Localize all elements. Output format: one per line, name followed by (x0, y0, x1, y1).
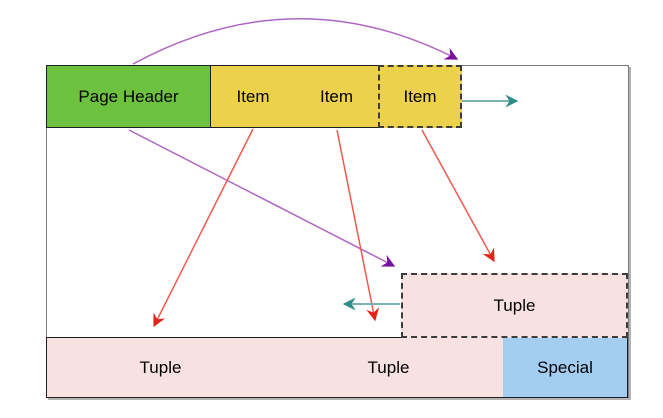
page-header-box: Page Header (46, 65, 211, 128)
tuple-label-2: Tuple (367, 357, 410, 377)
unaligned-tuple-label: Tuple (493, 295, 536, 315)
tuple-box-2: Tuple (274, 337, 504, 398)
item-label-3: Item (403, 86, 437, 106)
unaligned-tuple-box-dashed: Tuple (401, 273, 628, 338)
tuple-label-1: Tuple (139, 357, 182, 377)
tuple-box-1: Tuple (46, 337, 275, 398)
special-box: Special (503, 337, 628, 398)
item-box-1: Item (211, 65, 296, 128)
item-box-3-dashed: Item (378, 65, 462, 128)
arrow-header-to-item3 (132, 17, 459, 65)
item-box-2: Item (295, 65, 379, 128)
page-header-label: Page Header (78, 86, 179, 106)
item-label-2: Item (319, 86, 354, 106)
item-label-1: Item (236, 86, 270, 106)
special-label: Special (537, 357, 593, 377)
